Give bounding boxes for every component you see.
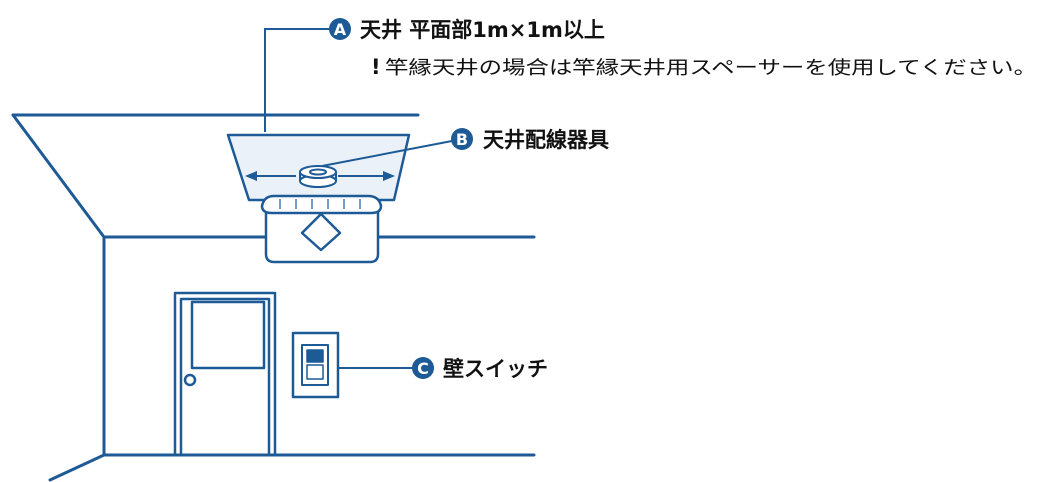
badge-b-icon	[451, 128, 473, 150]
width-dimension-arrow	[245, 171, 395, 181]
callout-b: B 天井配線器具	[451, 128, 609, 152]
ceiling-wiring-fixture	[299, 165, 337, 188]
callout-c: C 壁スイッチ	[412, 357, 548, 381]
door-knob-icon	[183, 373, 197, 387]
label-ceiling-wiring-fixture: 天井配線器具	[483, 128, 609, 152]
callout-a: A 天井 平面部1m×1m以上 ! 竿縁天井の場合は竿縁天井用スペーサーを使用し…	[329, 18, 1037, 79]
badge-c-letter: C	[417, 359, 429, 378]
badge-b-letter: B	[456, 130, 468, 149]
door	[173, 291, 277, 457]
light-unit-vents	[279, 199, 361, 209]
ceiling-light-unit	[260, 194, 383, 264]
door-panel	[179, 297, 271, 457]
leader-line-b	[321, 140, 453, 167]
leader-lines	[264, 28, 453, 369]
caution-mark-icon: !	[371, 55, 381, 79]
ceiling-wall-corner-line	[11, 113, 106, 239]
wall-switch	[291, 331, 340, 399]
label-ceiling-flat-area: 天井 平面部1m×1m以上	[360, 18, 605, 42]
badge-a-letter: A	[334, 20, 347, 39]
badge-c-icon	[412, 357, 434, 379]
note-spacer-instruction: 竿縁天井の場合は竿縁天井用スペーサーを使用してください。	[385, 58, 1037, 79]
light-unit-top	[260, 194, 383, 215]
diamond-icon	[300, 212, 342, 252]
label-wall-switch: 壁スイッチ	[443, 357, 548, 381]
badge-a-icon	[329, 18, 351, 40]
leader-line-a	[264, 28, 330, 132]
door-window	[190, 300, 266, 370]
floor-corner-line	[48, 453, 106, 482]
